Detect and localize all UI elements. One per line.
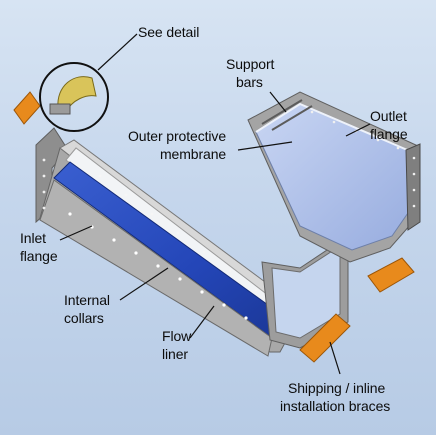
see-detail-label: See detail <box>138 24 200 40</box>
brace-top-left <box>13 91 41 125</box>
outlet-flange <box>405 143 421 231</box>
inlet-flange-label-line2: flange <box>20 248 58 264</box>
brace-right <box>367 257 415 293</box>
detail-bracket <box>49 103 71 115</box>
detail-circle <box>39 62 109 132</box>
bolt-row-lower <box>68 212 248 320</box>
outer-membrane-label-line2: membrane <box>160 146 227 162</box>
outlet-flange-label-line1: Outlet <box>370 108 407 124</box>
internal-collars-label-line1: Internal <box>64 292 110 308</box>
flow-liner-label-line1: Flow <box>162 328 192 344</box>
inlet-flange-label-line1: Inlet <box>20 230 46 246</box>
support-bars-label-line2: bars <box>236 74 263 90</box>
leader-lines <box>59 33 371 375</box>
support-bars <box>261 99 313 131</box>
braces-label-line2: installation braces <box>280 398 391 414</box>
internal-collars-label-line2: collars <box>64 310 104 326</box>
outlet-flange-bolts <box>412 156 416 208</box>
support-bars-label-line1: Support <box>226 56 275 72</box>
outlet-flange-label-line2: flange <box>370 126 408 142</box>
bolt-row-upper <box>98 174 258 292</box>
flow-liner-label-line2: liner <box>162 346 188 362</box>
brace-bottom <box>299 313 351 363</box>
outer-membrane-label-line1: Outer protective <box>128 128 226 144</box>
riser-opening <box>271 245 341 339</box>
braces-label-line1: Shipping / inline <box>288 380 386 396</box>
detail-component <box>57 76 97 113</box>
inlet-flange-bolts <box>42 158 46 210</box>
